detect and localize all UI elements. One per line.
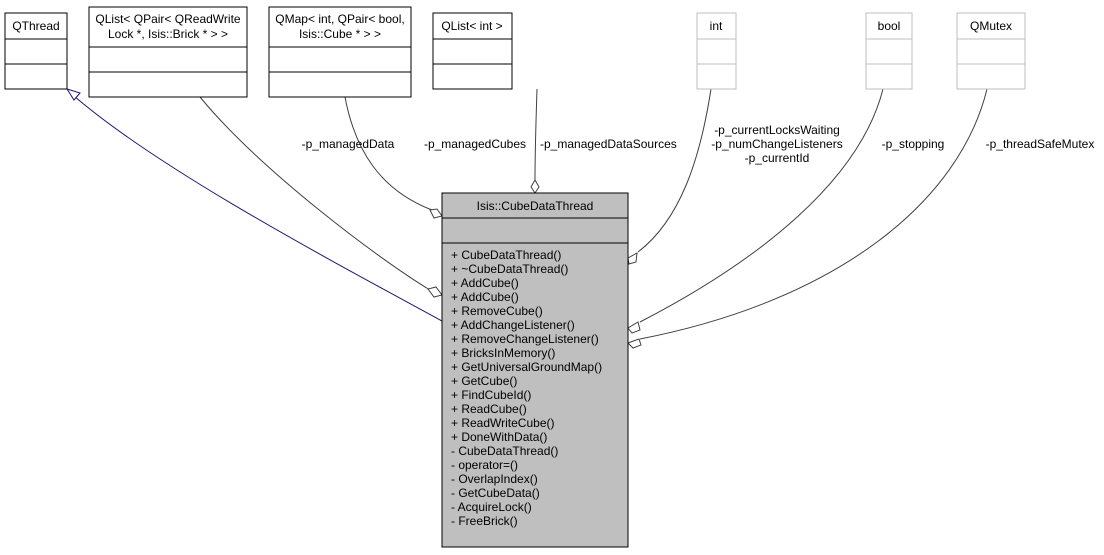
method-item[interactable]: + FindCubeId() bbox=[451, 388, 531, 402]
method-item[interactable]: + AddCube() bbox=[451, 276, 519, 290]
class-name: Isis::CubeDataThread bbox=[477, 199, 594, 213]
class-name-line2: Isis::Cube * > > bbox=[299, 27, 381, 41]
edge-managed-data-sources bbox=[534, 88, 538, 181]
inheritance-arrow-icon bbox=[65, 88, 81, 101]
class-name-line2: Lock *, Isis::Brick * > > bbox=[108, 27, 228, 41]
method-item[interactable]: + GetCube() bbox=[451, 374, 517, 388]
class-qmutex[interactable]: QMutex bbox=[956, 12, 1026, 90]
class-qmap[interactable]: QMap< int, QPair< bool, Isis::Cube * > > bbox=[268, 6, 412, 98]
method-item[interactable]: + GetUniversalGroundMap() bbox=[451, 360, 602, 374]
edge-label-managed-data-sources: -p_managedDataSources bbox=[540, 137, 677, 151]
edge-label-managed-cubes: -p_managedCubes bbox=[424, 137, 526, 151]
inheritance-edge bbox=[73, 95, 443, 322]
method-item[interactable]: + CubeDataThread() bbox=[451, 248, 561, 262]
class-name: QThread bbox=[12, 19, 59, 33]
method-item[interactable]: - operator=() bbox=[451, 458, 518, 472]
class-qthread[interactable]: QThread bbox=[4, 12, 68, 90]
edge-label-thread-safe-mutex: -p_threadSafeMutex bbox=[986, 137, 1095, 151]
class-cube-data-thread[interactable]: Isis::CubeDataThread + CubeDataThread()+… bbox=[441, 192, 629, 548]
method-item[interactable]: + RemoveCube() bbox=[451, 304, 543, 318]
method-item[interactable]: - GetCubeData() bbox=[451, 486, 540, 500]
method-item[interactable]: + ReadCube() bbox=[451, 402, 527, 416]
method-item[interactable]: + AddChangeListener() bbox=[451, 318, 575, 332]
edge-bool bbox=[639, 88, 884, 323]
method-list: + CubeDataThread()+ ~CubeDataThread()+ A… bbox=[451, 248, 602, 528]
aggregation-diamond-icon bbox=[427, 286, 443, 298]
method-item[interactable]: - OverlapIndex() bbox=[451, 472, 538, 486]
aggregation-diamond-icon bbox=[627, 252, 638, 265]
class-name: QList< int > bbox=[441, 19, 502, 33]
method-item[interactable]: - FreeBrick() bbox=[451, 514, 518, 528]
edge-label-managed-data: -p_managedData bbox=[302, 137, 395, 151]
class-name: int bbox=[710, 19, 723, 33]
method-item[interactable]: + DoneWithData() bbox=[451, 430, 547, 444]
aggregation-diamond-icon bbox=[627, 321, 641, 334]
method-item[interactable]: + ReadWriteCube() bbox=[451, 416, 555, 430]
class-qlist-qpair[interactable]: QList< QPair< QReadWrite Lock *, Isis::B… bbox=[88, 6, 248, 98]
edge-int bbox=[637, 88, 712, 253]
edge-label-current-locks-waiting: -p_currentLocksWaiting bbox=[714, 123, 840, 137]
method-item[interactable]: + ~CubeDataThread() bbox=[451, 262, 568, 276]
class-name: bool bbox=[878, 19, 901, 33]
edge-label-stopping: -p_stopping bbox=[882, 137, 945, 151]
edge-qmutex bbox=[639, 88, 988, 340]
class-name-line1: QList< QPair< QReadWrite bbox=[95, 12, 240, 26]
method-item[interactable]: + BricksInMemory() bbox=[451, 346, 555, 360]
class-name: QMutex bbox=[970, 19, 1012, 33]
edge-managed-cubes bbox=[344, 96, 433, 211]
edge-label-num-change-listeners: -p_numChangeListeners bbox=[711, 137, 842, 151]
edge-label-current-id: -p_currentId bbox=[745, 151, 810, 165]
aggregation-diamond-icon bbox=[530, 178, 540, 194]
class-qlist-int[interactable]: QList< int > bbox=[432, 12, 513, 90]
aggregation-diamond-icon bbox=[429, 208, 443, 219]
aggregation-diamond-icon bbox=[627, 338, 642, 349]
method-item[interactable]: - AcquireLock() bbox=[451, 500, 532, 514]
method-item[interactable]: - CubeDataThread() bbox=[451, 444, 558, 458]
class-name-line1: QMap< int, QPair< bool, bbox=[275, 12, 404, 26]
method-item[interactable]: + RemoveChangeListener() bbox=[451, 332, 599, 346]
edge-managed-data bbox=[199, 96, 431, 291]
class-int[interactable]: int bbox=[696, 12, 737, 90]
class-bool[interactable]: bool bbox=[865, 12, 913, 90]
method-item[interactable]: + AddCube() bbox=[451, 290, 519, 304]
